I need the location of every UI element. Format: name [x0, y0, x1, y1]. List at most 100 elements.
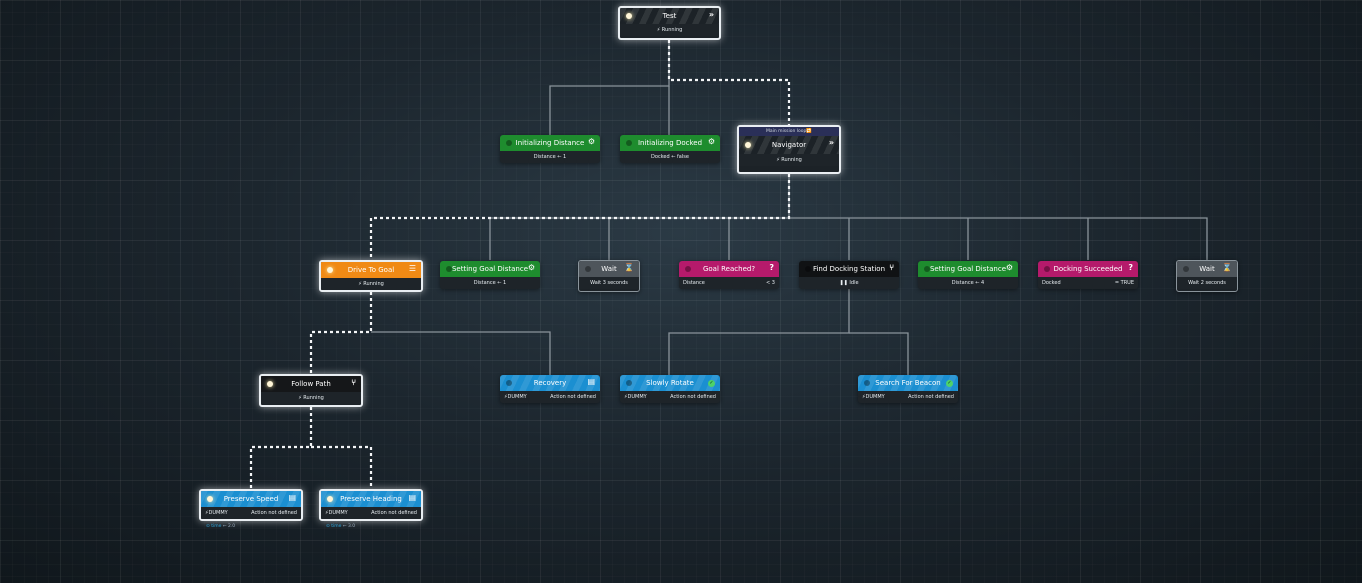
- node-init-docked[interactable]: Initializing Docked ⚙ Docked ← false: [620, 135, 720, 163]
- check-circle-icon: ✓: [946, 380, 953, 387]
- gears-icon: ⚙: [707, 137, 715, 146]
- status-dot: [626, 13, 632, 19]
- node-title: Follow Path: [291, 380, 331, 388]
- node-drive-to-goal[interactable]: Drive To Goal ☰ ⚡ Running: [319, 260, 423, 292]
- dummy-tag: ⚡DUMMY: [624, 394, 647, 400]
- status-dot: [446, 266, 452, 272]
- dummy-tag: ⚡DUMMY: [862, 394, 885, 400]
- node-status: Running: [303, 395, 324, 401]
- node-title: Goal Reached?: [702, 265, 756, 273]
- dummy-tag: ⚡DUMMY: [325, 510, 348, 516]
- edge-test-init-distance: [549, 40, 670, 135]
- node-test[interactable]: Test » ⚡ Running: [618, 6, 721, 40]
- parallel-branch-icon: ⑂: [889, 263, 894, 272]
- run-icon: ⚡: [298, 395, 304, 401]
- node-title: Drive To Goal: [347, 266, 395, 274]
- node-slowly-rotate[interactable]: Slowly Rotate ✓ ⚡DUMMY Action not defined: [620, 375, 720, 403]
- clipboard-icon: ▤: [408, 493, 416, 502]
- node-setting-goal-distance-1[interactable]: Setting Goal Distance⚙ Distance ← 1: [440, 261, 540, 289]
- check-circle-icon: ✓: [708, 380, 715, 387]
- condition-rhs: < 3: [766, 280, 775, 286]
- node-wait-3[interactable]: Wait⌛ Wait 3 seconds: [578, 260, 640, 292]
- status-dot: [1044, 266, 1050, 272]
- run-icon: ⚡: [656, 27, 662, 33]
- node-title: Recovery: [533, 379, 567, 387]
- node-status: Running: [781, 157, 802, 163]
- status-dot: [327, 267, 333, 273]
- clipboard-icon: ▤: [288, 493, 296, 502]
- clipboard-icon: ▤: [587, 377, 595, 386]
- node-value: Distance ← 1: [440, 277, 540, 289]
- node-search-for-beacon[interactable]: Search For Beacon ✓ ⚡DUMMY Action not defi…: [858, 375, 958, 403]
- hourglass-icon: ⌛: [1222, 263, 1232, 272]
- gears-icon: ⚙: [1005, 263, 1013, 272]
- node-title: Initializing Distance: [515, 139, 585, 147]
- node-wait-2[interactable]: Wait⌛ Wait 2 seconds: [1176, 260, 1238, 292]
- question-icon: ?: [769, 263, 774, 272]
- hourglass-icon: ⌛: [624, 263, 634, 272]
- node-title: Wait: [1199, 265, 1215, 273]
- edge-nav-children: [788, 174, 1208, 260]
- node-value: Docked ← false: [620, 151, 720, 163]
- dummy-tag: ⚡DUMMY: [504, 394, 527, 400]
- edge-active-test-nav: [667, 40, 791, 126]
- fallback-list-icon: ☰: [408, 264, 416, 273]
- node-title: Slowly Rotate: [646, 379, 694, 387]
- node-title: Find Docking Station: [812, 265, 886, 273]
- node-value: Distance ← 1: [500, 151, 600, 163]
- run-icon: ⚡: [358, 281, 364, 287]
- action-note: Action not defined: [251, 510, 297, 516]
- sequence-chevrons-icon: »: [708, 10, 714, 19]
- edge-active-nav-drive: [369, 174, 791, 260]
- action-note: Action not defined: [550, 394, 596, 400]
- node-navigator[interactable]: Main mission loop🔁 Navigator» ⚡ Running: [737, 125, 841, 174]
- status-dot: [685, 266, 691, 272]
- param-icon: ⊙: [326, 524, 332, 529]
- sequence-chevrons-icon: »: [828, 138, 834, 147]
- action-note: Action not defined: [908, 394, 954, 400]
- node-status: Idle: [849, 280, 859, 286]
- gears-icon: ⚙: [527, 263, 535, 272]
- node-goal-reached[interactable]: Goal Reached?? Distance < 3: [679, 261, 779, 289]
- dummy-tag: ⚡DUMMY: [205, 510, 228, 516]
- status-dot: [506, 380, 512, 386]
- status-dot: [207, 496, 213, 502]
- question-icon: ?: [1128, 263, 1133, 272]
- node-annotation: Main mission loop🔁: [739, 127, 839, 136]
- node-init-distance[interactable]: Initializing Distance⚙ Distance ← 1: [500, 135, 600, 163]
- status-dot: [745, 142, 751, 148]
- node-title: Preserve Speed: [223, 495, 279, 503]
- node-preserve-speed[interactable]: Preserve Speed ▤ ⚡DUMMY Action not defined: [199, 489, 303, 521]
- node-title: Initializing Docked: [637, 139, 703, 147]
- preserve-heading-param: ⊙ time ← 3.0: [326, 524, 356, 529]
- status-dot: [267, 381, 273, 387]
- node-value: Distance ← 4: [918, 277, 1018, 289]
- edge-active-drive-follow: [309, 292, 373, 375]
- edge-find-beacon: [849, 332, 909, 375]
- pause-icon: ❚❚: [839, 280, 850, 286]
- preserve-speed-param: ⊙ time ← 2.0: [206, 524, 236, 529]
- node-recovery[interactable]: Recovery ▤ ⚡DUMMY Action not defined: [500, 375, 600, 403]
- edge-active-follow-children: [249, 407, 313, 489]
- node-title: Search For Beacon: [875, 379, 941, 387]
- status-dot: [924, 266, 930, 272]
- node-title: Navigator: [771, 141, 807, 149]
- status-dot: [626, 380, 632, 386]
- parallel-branch-icon: ⑂: [351, 378, 356, 387]
- node-docking-succeeded[interactable]: Docking Succeeded? Docked= TRUE: [1038, 261, 1138, 289]
- action-note: Action not defined: [670, 394, 716, 400]
- node-title: Setting Goal Distance: [929, 265, 1007, 273]
- status-dot: [864, 380, 870, 386]
- gears-icon: ⚙: [587, 137, 595, 146]
- node-status: Running: [363, 281, 384, 287]
- param-icon: ⊙: [206, 524, 212, 529]
- edge-active-follow-heading: [311, 445, 373, 489]
- node-follow-path[interactable]: Follow Path ⑂ ⚡ Running: [259, 374, 363, 407]
- node-setting-goal-distance-4[interactable]: Setting Goal Distance⚙ Distance ← 4: [918, 261, 1018, 289]
- node-title: Docking Succeeded: [1053, 265, 1123, 273]
- node-find-docking-station[interactable]: Find Docking Station⑂ ❚❚ Idle: [799, 261, 899, 289]
- condition-var: Distance: [683, 280, 705, 286]
- node-title: Wait: [601, 265, 617, 273]
